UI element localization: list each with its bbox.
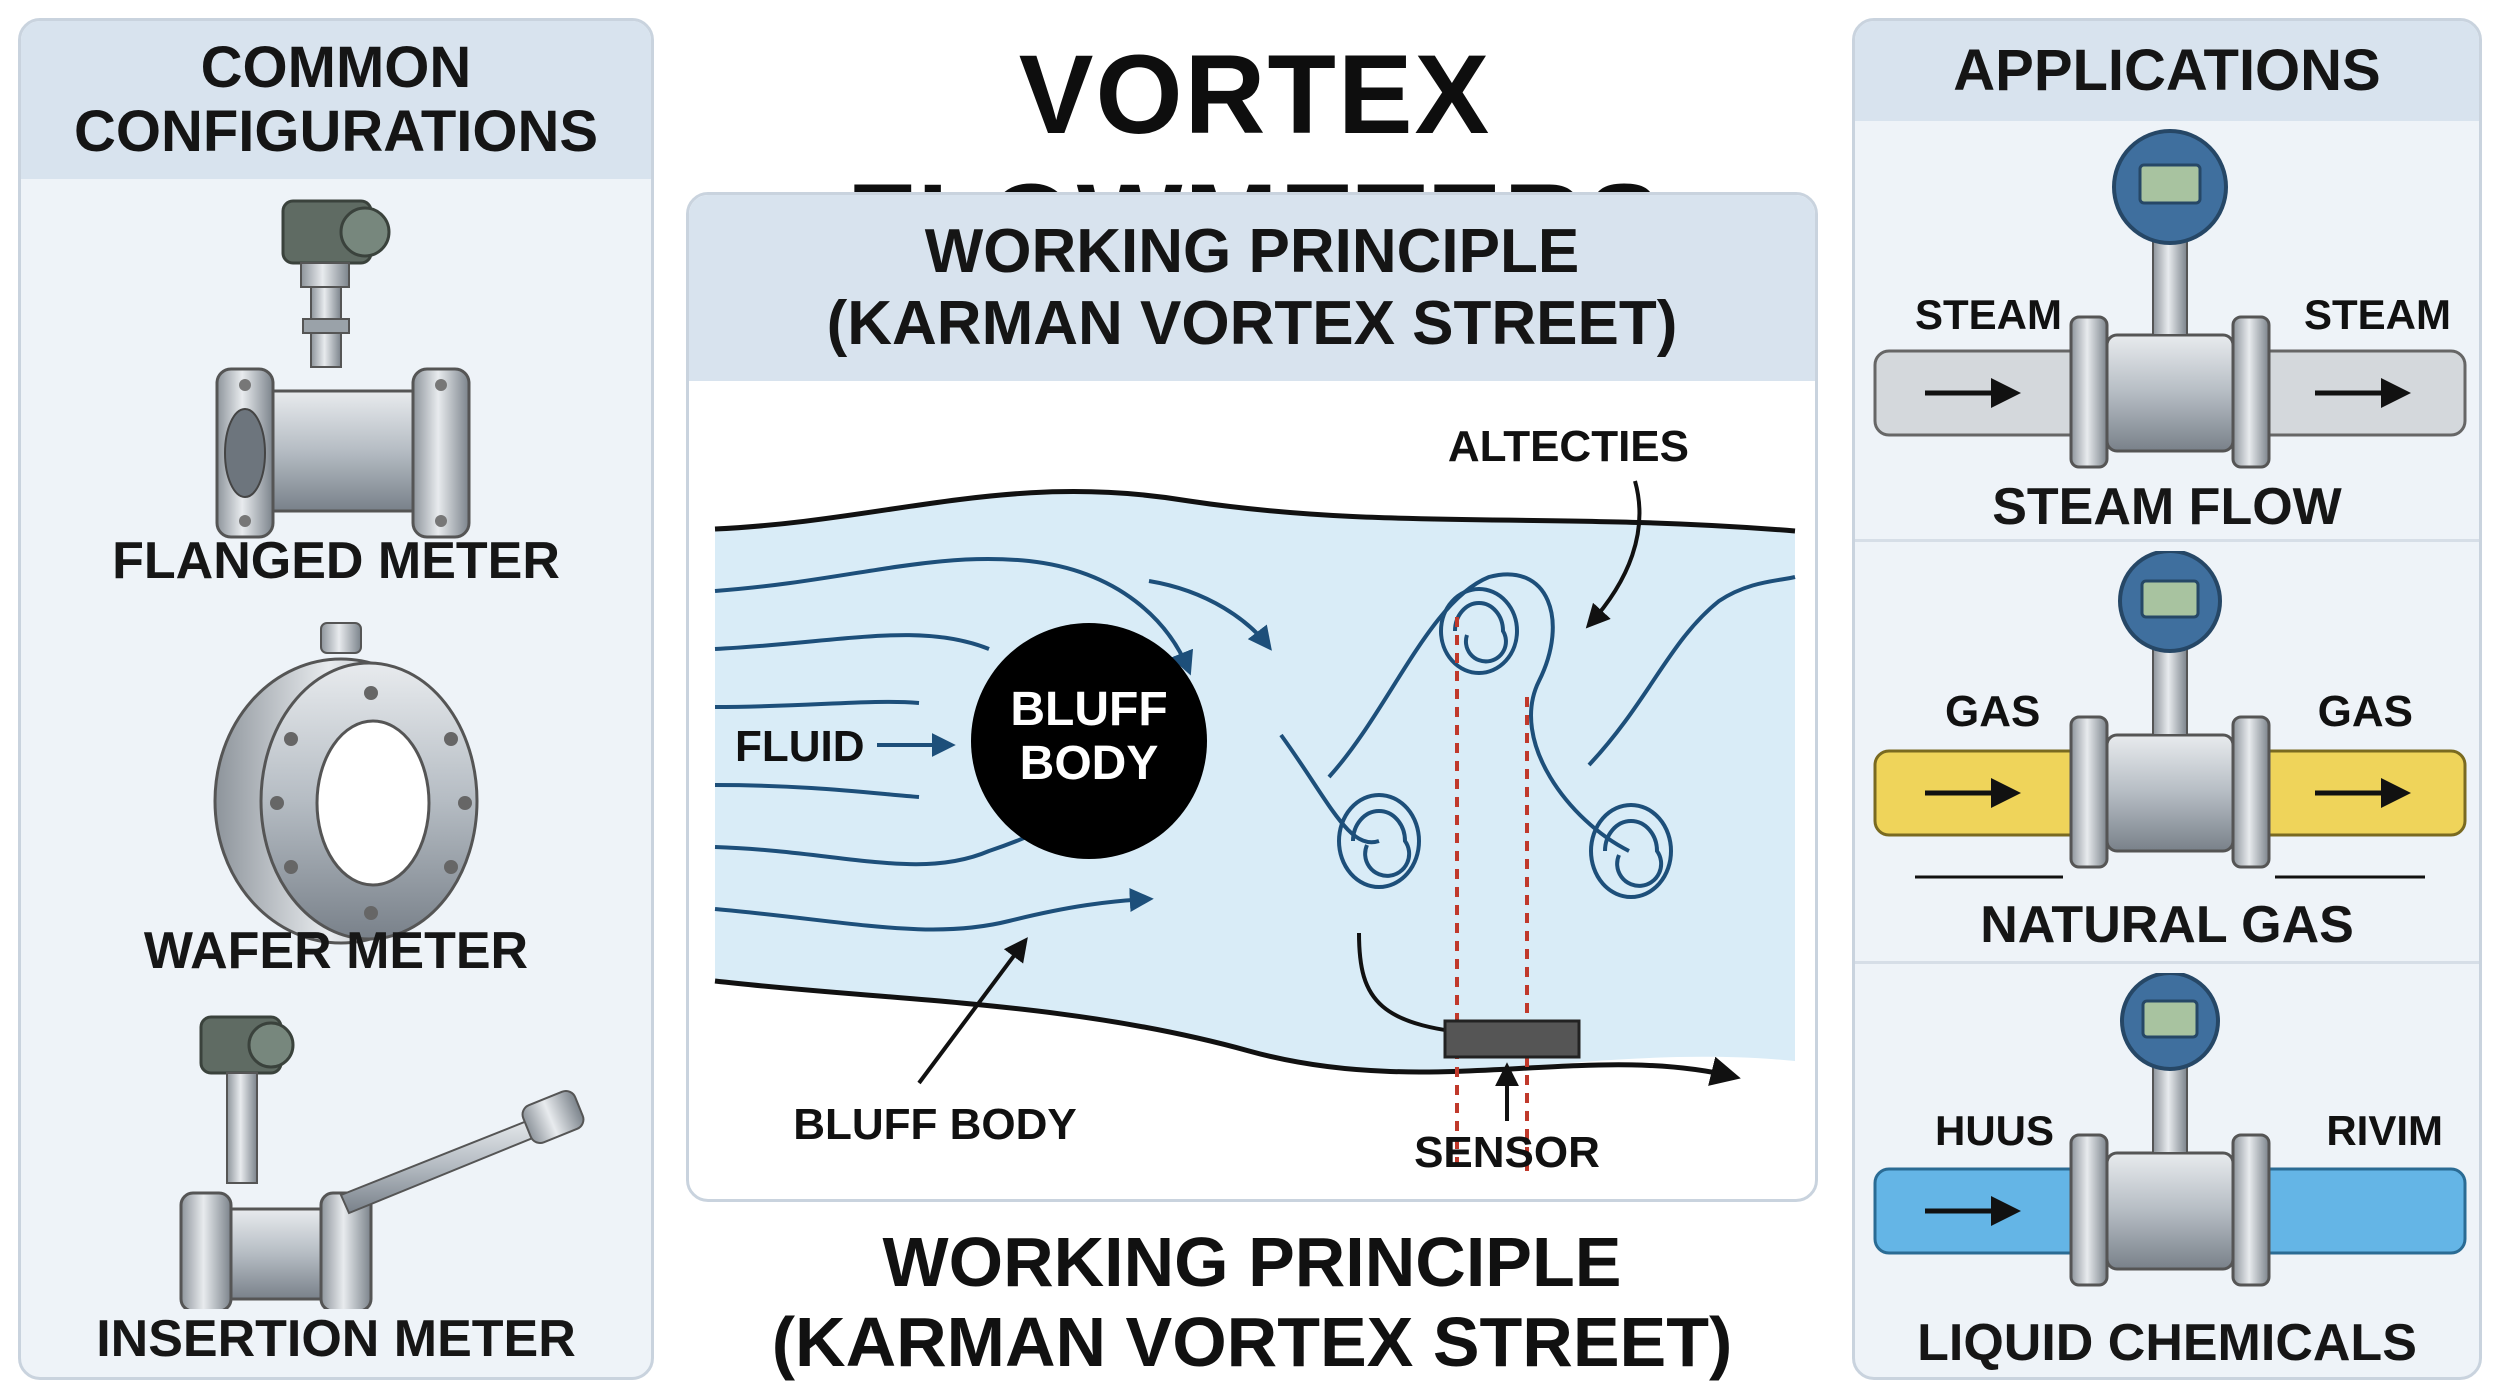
gas-in-label: GAS [1945,687,2041,736]
vortex-2 [1439,587,1520,675]
working-principle-header: WORKING PRINCIPLE (KARMAN VORTEX STREET) [689,195,1815,381]
vortex-wave-2 [1327,572,1630,853]
streamline-1 [714,557,1193,676]
flanged-meter-icon [215,199,471,539]
bluff-body [971,623,1207,859]
flanged-meter-label: FLANGED METER [112,532,560,590]
streamline-6 [714,887,1154,932]
upper-boundary [714,489,1796,534]
liquid-chemicals-label: LIQUID CHEMICALS [1917,1314,2417,1372]
bottom-title-line1: WORKING PRINCIPLE [882,1223,1622,1301]
bluff-body-pointer [917,937,1028,1085]
flanged-meter-section: FLANGED METER [21,179,651,619]
sensor [1443,1019,1581,1059]
streamline-3 [714,699,920,709]
bluff-body-pointer-label: BLUFF BODY [793,1100,1077,1149]
steam-out-label: STEAM [2304,291,2451,338]
bottom-title-line2: (KARMAN VORTEX STREET) [771,1303,1733,1381]
app-natural-gas: GAS GAS NATURAL GAS [1855,549,2479,971]
lower-boundary [714,978,1741,1086]
steam-pipe-icon [1873,129,2467,469]
natural-gas-label: NATURAL GAS [1980,896,2354,954]
gas-out-label: GAS [2317,687,2413,736]
configurations-header: COMMON CONFIGURATIONS [21,21,651,179]
vortex-wave-1 [1279,733,1380,845]
bluff-body-label-line2: BODY [1020,737,1159,790]
applications-panel: APPLICATIONS STEAM STEAM STEAM FLOW [1852,18,2482,1380]
vortices-label: ALTECTIES [1448,422,1689,471]
fluid-channel [715,491,1795,1072]
divider [1855,539,2479,542]
working-principle-header-line2: (KARMAN VORTEX STREET) [826,289,1678,358]
vortices-pointer [1585,480,1642,629]
divider [1855,961,2479,964]
vortex-3 [1589,803,1674,899]
app-steam-flow: STEAM STEAM STEAM FLOW [1855,121,2479,551]
working-principle-panel: WORKING PRINCIPLE (KARMAN VORTEX STREET) [686,192,1818,1202]
bottom-title: WORKING PRINCIPLE (KARMAN VORTEX STREET) [686,1222,1818,1382]
wafer-meter-label: WAFER METER [143,922,529,980]
app-liquid-chemicals: HUUS RIVIM LIQUID CHEMICALS [1855,971,2479,1377]
vortex-1 [1337,793,1422,889]
wafer-meter-icon [213,622,479,945]
gas-pipe-icon [1873,549,2467,879]
sensor-label: SENSOR [1414,1128,1600,1177]
streamline-7 [1148,579,1272,651]
steam-flow-label: STEAM FLOW [1992,478,2342,536]
wafer-meter-section: WAFER METER [21,619,651,1009]
insertion-meter-icon [179,1015,585,1313]
insertion-meter-label: INSERTION METER [96,1310,576,1368]
bluff-body-label-line1: BLUFF [1010,683,1167,736]
streamline-2 [714,633,990,651]
applications-header: APPLICATIONS [1855,21,2479,121]
streamline-4 [714,783,920,799]
vortex-wave-3 [1587,575,1796,767]
configurations-header-line2: CONFIGURATIONS [73,99,599,164]
liquid-out-label: RIVIM [2326,1107,2443,1154]
liquid-in-label: HUUS [1935,1107,2055,1154]
insertion-meter-section: INSERTION METER [21,1009,651,1377]
fluid-label: FLUID [735,722,865,771]
configurations-panel: COMMON CONFIGURATIONS [18,18,654,1380]
configurations-header-line1: COMMON [200,35,472,100]
liquid-pipe-icon [1873,971,2467,1287]
karman-vortex-diagram: BLUFF BODY FLUID ALTECTIES BLUFF BODY SE… [714,422,1796,1177]
steam-in-label: STEAM [1915,291,2062,338]
working-principle-header-line1: WORKING PRINCIPLE [924,217,1580,286]
